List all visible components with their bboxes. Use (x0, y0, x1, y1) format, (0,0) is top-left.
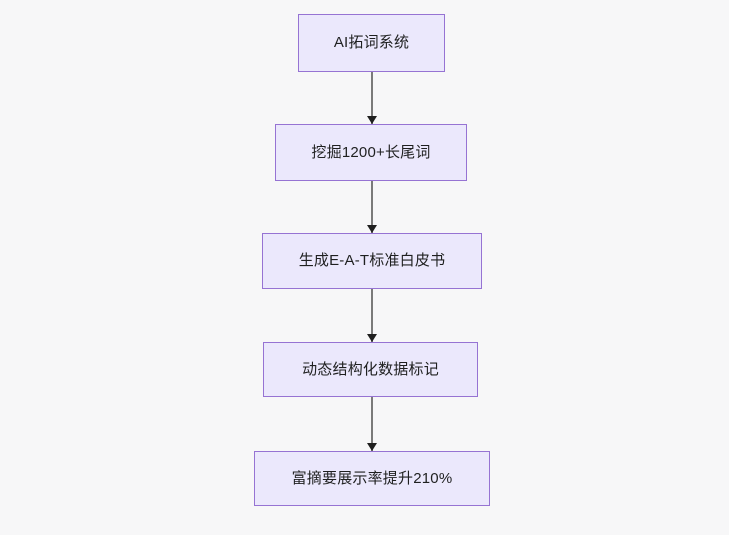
flowchart-node-eat-whitepaper[interactable]: 生成E-A-T标准白皮书 (262, 233, 482, 289)
arrowhead-icon (367, 334, 377, 342)
node-label: 挖掘1200+长尾词 (311, 143, 431, 161)
flowchart-node-structured-data-markup[interactable]: 动态结构化数据标记 (263, 342, 478, 397)
connector-node4-node5 (367, 397, 377, 451)
node-label: AI拓词系统 (333, 34, 410, 51)
arrowhead-icon (367, 116, 377, 124)
flowchart-node-rich-snippet-result[interactable]: 富摘要展示率提升210% (254, 451, 490, 506)
connector-node2-node3 (367, 181, 377, 233)
node-label: 生成E-A-T标准白皮书 (298, 252, 446, 269)
flowchart-node-longtail-mining[interactable]: 挖掘1200+长尾词 (275, 124, 467, 181)
connector-line (371, 72, 373, 124)
connector-line (371, 397, 373, 451)
flowchart-node-ai-keyword-system[interactable]: AI拓词系统 (298, 14, 445, 72)
arrowhead-icon (367, 225, 377, 233)
connector-line (371, 289, 373, 342)
node-label: 富摘要展示率提升210% (291, 469, 453, 487)
node-label: 动态结构化数据标记 (302, 360, 439, 378)
arrowhead-icon (367, 443, 377, 451)
connector-line (371, 181, 373, 233)
connector-node3-node4 (367, 289, 377, 342)
connector-node1-node2 (367, 72, 377, 124)
